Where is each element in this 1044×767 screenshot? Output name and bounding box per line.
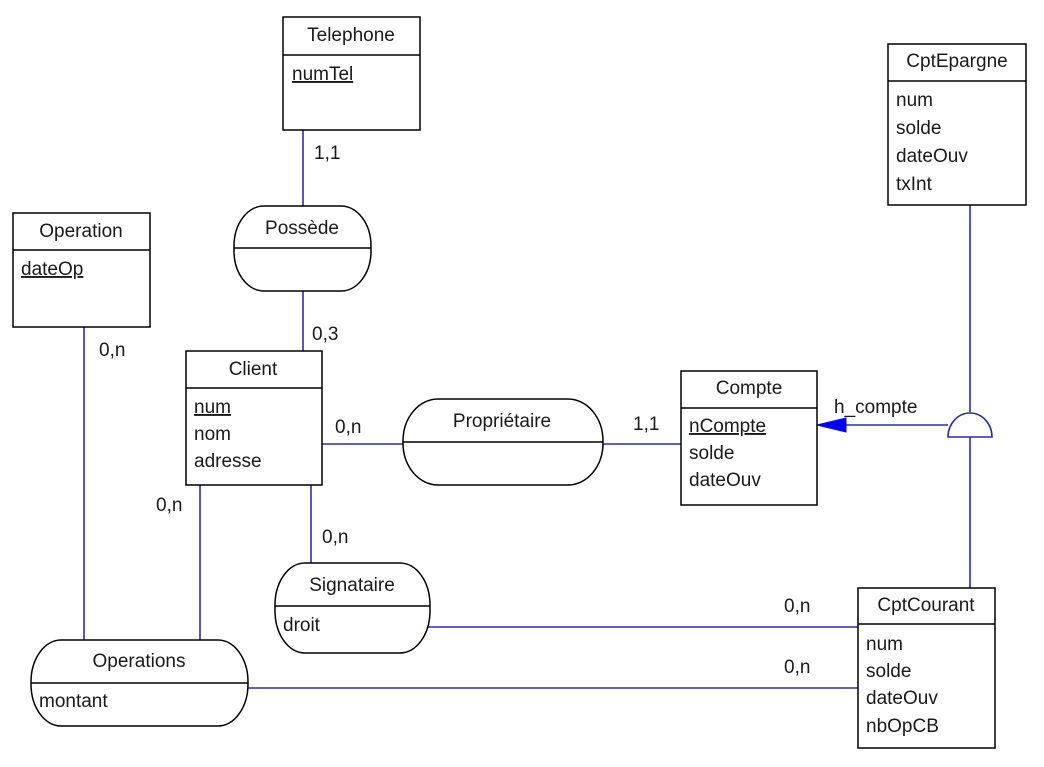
relation-signataire[interactable]: Signataire droit	[274, 562, 431, 654]
card-client-possede: 0,3	[312, 324, 338, 345]
relation-title: Possède	[265, 218, 339, 239]
relation-possede[interactable]: Possède	[233, 205, 372, 292]
entity-attribute: dateOuv	[689, 470, 761, 491]
cardinalities: 1,1 0,3 0,n 1,1 0,n 0,n 0,n 0,n 0,n	[99, 143, 810, 678]
relation-attribute: droit	[283, 615, 321, 636]
card-client-signataire: 0,n	[322, 527, 348, 548]
card-client-proprietaire: 0,n	[335, 417, 361, 438]
relation-attribute: montant	[39, 691, 108, 712]
entity-title: CptEpargne	[906, 51, 1007, 72]
relation-proprietaire[interactable]: Propriétaire	[402, 398, 604, 486]
entity-attribute: solde	[689, 443, 734, 464]
entity-attribute: numTel	[292, 64, 353, 85]
entity-attribute: solde	[866, 661, 911, 682]
entity-title: Telephone	[307, 25, 395, 46]
entity-compte[interactable]: Compte nCompte solde dateOuv	[680, 370, 818, 506]
card-client-operations: 0,n	[156, 495, 182, 516]
entity-attribute: dateOp	[21, 259, 83, 280]
entity-attribute: nom	[194, 424, 231, 445]
relation-title: Propriétaire	[453, 411, 551, 432]
card-telephone-possede: 1,1	[314, 143, 340, 164]
card-cptcourant-signataire: 0,n	[784, 596, 810, 617]
inheritance-label: h_compte	[834, 397, 917, 418]
inheritance-halfcircle-icon	[947, 412, 993, 438]
entity-attribute: num	[194, 397, 231, 418]
entity-attribute: solde	[896, 118, 941, 139]
entity-attribute: dateOuv	[896, 146, 968, 167]
entity-title: Operation	[39, 221, 122, 242]
links	[83, 130, 971, 689]
entity-cptcourant[interactable]: CptCourant num solde dateOuv nbOpCB	[857, 587, 996, 749]
entity-attribute: num	[896, 90, 933, 111]
entity-attribute: adresse	[194, 451, 262, 472]
card-cptcourant-operations: 0,n	[784, 657, 810, 678]
card-operation-operations: 0,n	[99, 340, 125, 361]
entity-cptepargne[interactable]: CptEpargne num solde dateOuv txInt	[887, 43, 1027, 206]
relation-operations[interactable]: Operations montant	[30, 639, 249, 727]
entity-title: Compte	[716, 378, 783, 399]
inheritance-node[interactable]: h_compte	[834, 397, 993, 438]
relation-title: Signataire	[309, 575, 395, 596]
card-compte-proprietaire: 1,1	[633, 414, 659, 435]
entity-title: CptCourant	[877, 595, 975, 616]
entity-client[interactable]: Client num nom adresse	[185, 350, 323, 486]
entity-attribute: nCompte	[689, 416, 766, 437]
entity-attribute: num	[866, 634, 903, 655]
inheritance-arrow-icon	[816, 417, 847, 433]
entity-telephone[interactable]: Telephone numTel	[282, 16, 421, 131]
relation-title: Operations	[93, 651, 186, 672]
entity-attribute: dateOuv	[866, 688, 938, 709]
entity-operation[interactable]: Operation dateOp	[12, 212, 151, 328]
entity-title: Client	[229, 359, 278, 380]
entity-attribute: nbOpCB	[866, 716, 939, 737]
entity-attribute: txInt	[896, 174, 933, 195]
